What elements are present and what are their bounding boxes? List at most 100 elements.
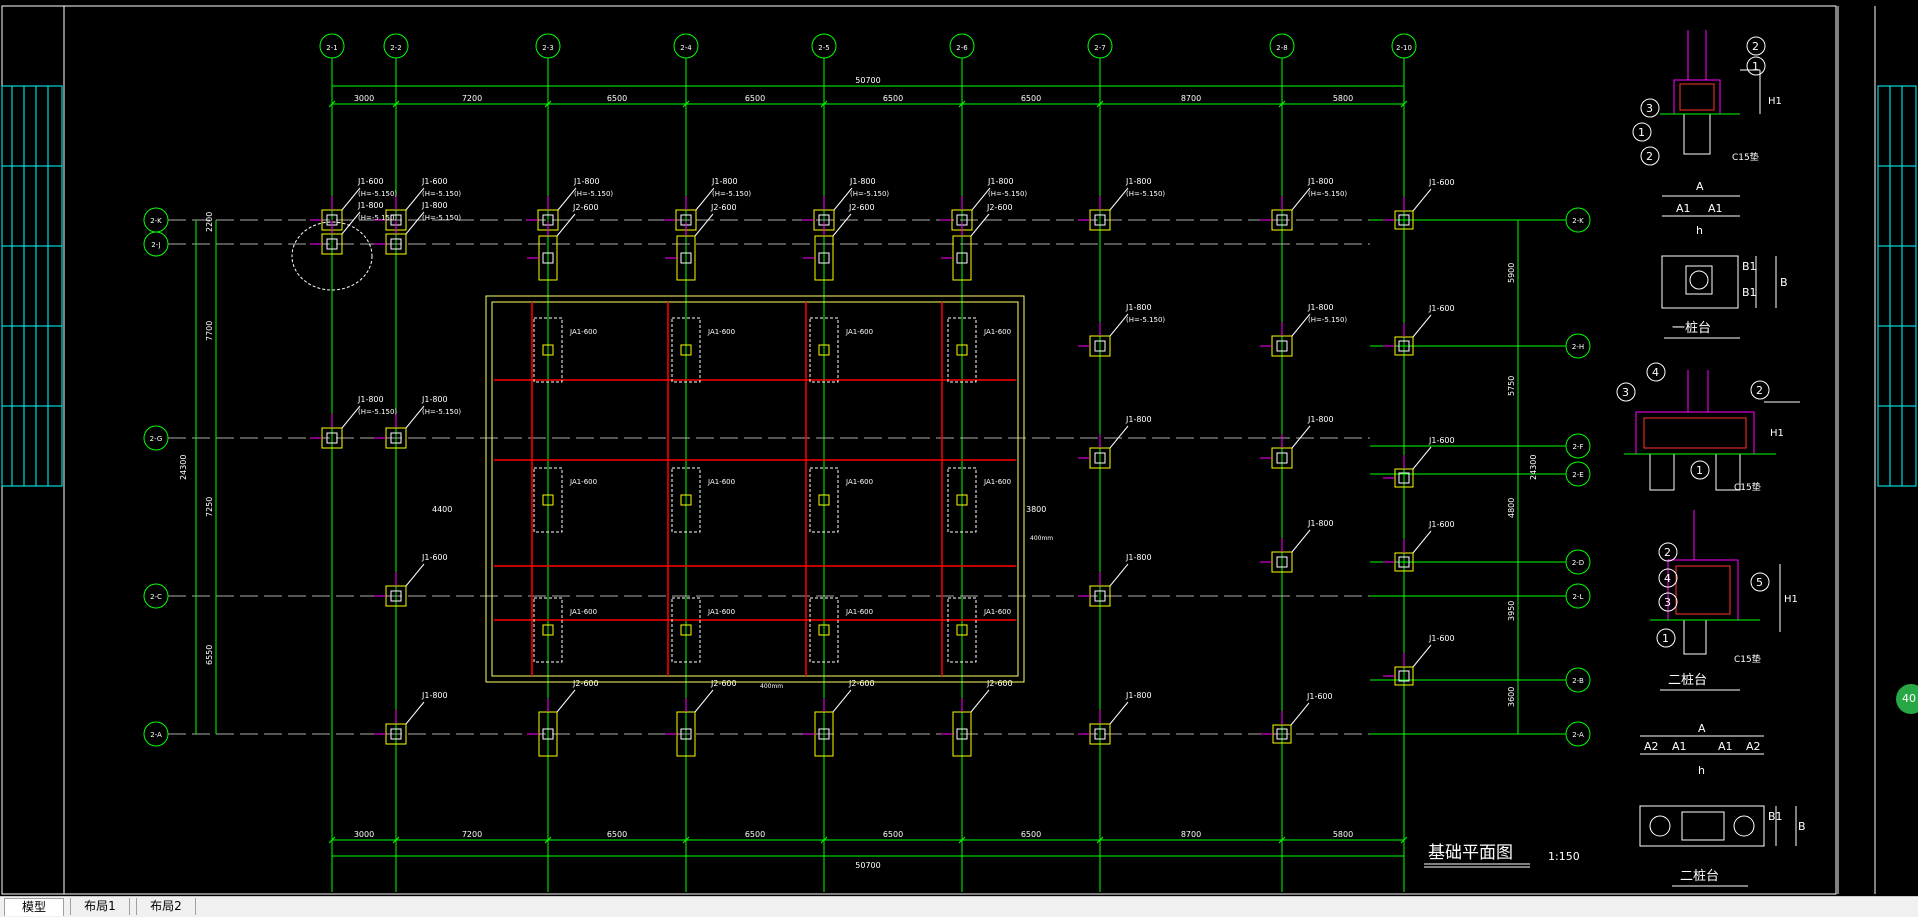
grid-bubble-col	[383, 33, 409, 59]
ja1-cap	[809, 597, 839, 663]
raft-dim: 4400	[432, 505, 452, 514]
leader-line	[1291, 313, 1311, 337]
svg-text:2: 2	[1664, 546, 1671, 559]
raft-dim: 3800	[1026, 505, 1046, 514]
grid-bubble-col	[1269, 33, 1295, 59]
foundation-label: J2-600	[710, 679, 737, 688]
pad-j1-column	[1276, 728, 1288, 740]
tab-layout1[interactable]: 布局1	[70, 898, 130, 915]
tab-model[interactable]: 模型	[4, 898, 64, 916]
ja1-cap	[947, 467, 977, 533]
svg-text:A2: A2	[1746, 740, 1761, 753]
svg-text:3: 3	[1664, 596, 1671, 609]
leader-line	[970, 689, 990, 713]
ja1-label: JA1-600	[707, 328, 735, 336]
leader-line	[695, 187, 715, 211]
leader-line	[341, 211, 361, 235]
foundation-elevation: (H=-5.150)	[358, 214, 397, 222]
grid-label-row-right: 2-B	[1572, 677, 1584, 685]
leader-line	[1109, 563, 1129, 587]
dim-left-total: 24300	[179, 455, 188, 480]
foundation-label: J1-800	[357, 201, 384, 210]
foundation-label: J1-600	[421, 177, 448, 186]
ja1-column	[818, 344, 830, 356]
dim-span-text: 6500	[607, 94, 627, 103]
grid-label-row-right: 2-F	[1572, 443, 1583, 451]
detail-two-pile-plan	[1650, 510, 1781, 655]
foundation-label: J1-600	[1428, 304, 1455, 313]
foundation-elevation: (H=-5.150)	[1308, 316, 1347, 324]
svg-text:B: B	[1798, 820, 1806, 833]
leader-line	[405, 563, 425, 587]
svg-text:C15垫: C15垫	[1734, 653, 1761, 665]
dim-tick	[820, 836, 828, 844]
dim-tick	[682, 836, 690, 844]
leader-line	[833, 187, 853, 211]
dim-left-seg: 6550	[205, 645, 214, 665]
svg-text:2: 2	[1752, 40, 1759, 53]
ja1-label: JA1-600	[569, 608, 597, 616]
foundation-label: J1-800	[1125, 177, 1152, 186]
detail-two-pile-plan-bottom	[1639, 735, 1797, 847]
svg-text:A: A	[1696, 180, 1704, 193]
foundation-elevation: (H=-5.150)	[988, 190, 1027, 198]
dim-right-seg: 4800	[1507, 498, 1516, 518]
ja1-label: JA1-600	[845, 608, 873, 616]
foundation-label: J1-600	[357, 177, 384, 186]
dim-span-text: 6500	[607, 830, 627, 839]
grid-bubble-col	[1087, 33, 1113, 59]
foundation-label: J1-800	[1307, 415, 1334, 424]
grid-bubble-row-right	[1565, 433, 1591, 459]
svg-text:H1: H1	[1784, 594, 1798, 605]
pad-j1-column	[390, 728, 402, 740]
zoom-badge[interactable]: 40	[1896, 684, 1918, 714]
detail-two-pile-plan-bottom-labels: A A2 A1 A1 A2 h B1 B	[1644, 722, 1806, 833]
ja1-label: JA1-600	[707, 478, 735, 486]
tab-layout2[interactable]: 布局2	[136, 898, 196, 915]
dim-span-text: 7200	[462, 830, 482, 839]
pad-j1-column	[326, 432, 338, 444]
ja1-column	[818, 494, 830, 506]
leader-line	[832, 689, 852, 713]
foundation-plan: J1-600 (H=-5.150) J1-600 (H=-5.150) J1-800 (H…	[291, 177, 1455, 757]
pad-j1-column	[1094, 452, 1106, 464]
svg-text:A1: A1	[1718, 740, 1733, 753]
leader-line	[1412, 188, 1432, 212]
dim-tick	[820, 100, 828, 108]
grid-bubble-row-right	[1565, 583, 1591, 609]
svg-text:H1: H1	[1768, 96, 1782, 107]
foundation-label: J1-800	[1307, 177, 1334, 186]
dim-total-text: 50700	[855, 861, 880, 870]
foundation-elevation: (H=-5.150)	[574, 190, 613, 198]
leader-line	[1109, 701, 1129, 725]
svg-text:5: 5	[1756, 576, 1763, 589]
leader-line	[405, 405, 425, 429]
foundation-label: J2-600	[986, 679, 1013, 688]
pad-j1-column	[1398, 670, 1410, 682]
dim-tick	[958, 100, 966, 108]
foundation-label: J2-600	[848, 203, 875, 212]
foundation-elevation: (H=-5.150)	[1308, 190, 1347, 198]
ja1-column	[542, 494, 554, 506]
dim-tick	[328, 100, 336, 108]
grid-label-row-left: 2-G	[150, 435, 163, 443]
ja1-cap	[671, 467, 701, 533]
leader-line	[1291, 425, 1311, 449]
ja1-column	[818, 624, 830, 636]
detail-callouts-2: 4 3 2 1 H1 C15垫	[1616, 362, 1784, 493]
grid-bubble-row-right	[1565, 461, 1591, 487]
leader-line	[405, 701, 425, 725]
pad-j1-column	[1094, 590, 1106, 602]
raft-note: 400mm	[1030, 535, 1053, 542]
pad-j1-column	[326, 238, 338, 250]
pad-j2-column	[680, 252, 692, 264]
ja1-cap	[809, 467, 839, 533]
grid-label-row-right: 2-K	[1572, 217, 1584, 225]
grid-bubble-row-right	[1565, 667, 1591, 693]
pad-j2-column	[680, 728, 692, 740]
ja1-cap	[533, 317, 563, 383]
foundation-label: J1-800	[711, 177, 738, 186]
